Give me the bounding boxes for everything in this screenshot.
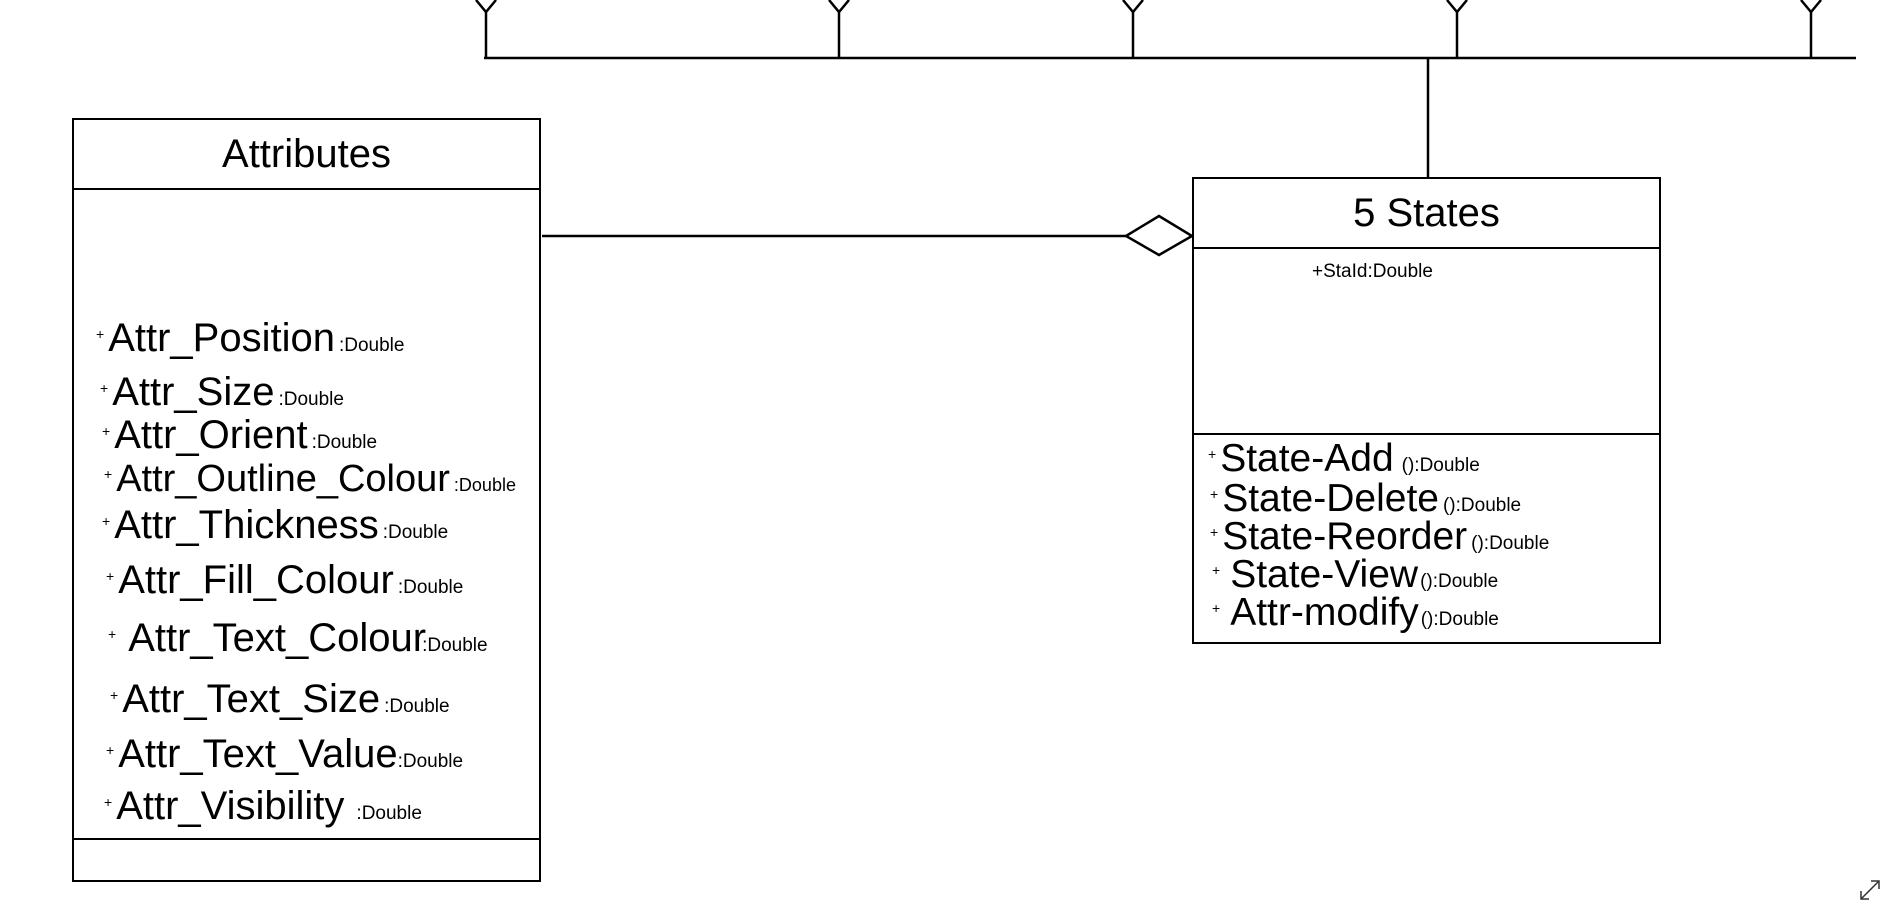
crow-foot-connector-1	[475, 0, 497, 58]
visibility-marker: +	[104, 466, 113, 482]
attribute-row: + Attr_Text_Value :Double	[106, 732, 463, 777]
attribute-row: + Attr_Orient :Double	[102, 413, 377, 458]
operation-row: + State-View ():Double	[1212, 553, 1498, 597]
attribute-type: :Double	[278, 389, 344, 410]
visibility-marker: +	[104, 794, 113, 810]
attribute-row: + Attr_Text_Size :Double	[110, 677, 450, 722]
attribute-name: Attr_Text_Value	[118, 732, 398, 776]
attribute-type: :Double	[422, 635, 488, 656]
operation-row: + State-Add ():Double	[1208, 437, 1480, 481]
crow-foot-connector-2	[828, 0, 850, 58]
operation-type: ():Double	[1401, 455, 1480, 476]
attributes-operations-separator	[74, 838, 539, 840]
visibility-marker: +	[102, 423, 111, 439]
operation-name: State-Delete	[1222, 477, 1439, 520]
visibility-marker: +	[110, 687, 119, 703]
operation-name: State-Add	[1220, 437, 1394, 480]
attribute-row: + Attr_Visibility :Double	[104, 784, 422, 829]
operation-row: + Attr-modify ():Double	[1212, 591, 1499, 635]
visibility-marker: +	[1210, 524, 1219, 540]
attribute-type: :Double	[356, 803, 422, 824]
operation-name: State-View	[1230, 553, 1419, 596]
state-id-attribute: +StaId:Double	[1312, 261, 1433, 282]
aggregation-diamond	[1123, 214, 1195, 257]
visibility-marker: +	[106, 742, 115, 758]
operation-row: + State-Delete ():Double	[1210, 477, 1521, 521]
attribute-name: Attr_Orient	[114, 413, 308, 457]
attributes-title-separator	[74, 188, 539, 190]
attribute-row: + Attr_Position :Double	[96, 316, 404, 361]
operation-name: State-Reorder	[1222, 515, 1468, 558]
crow-foot-connector-5	[1800, 0, 1822, 58]
attribute-name: Attr_Text_Size	[122, 677, 381, 721]
visibility-marker: +	[102, 513, 111, 529]
attribute-type: :Double	[338, 335, 405, 356]
attribute-type: :Double	[453, 475, 516, 495]
attribute-row: + Attr_Text_Colour :Double	[108, 616, 488, 661]
attribute-name: Attr_Size	[112, 370, 275, 414]
attribute-type: :Double	[397, 751, 464, 772]
visibility-marker: +	[1212, 600, 1221, 616]
visibility-marker: +	[100, 380, 109, 396]
visibility-marker: +	[1212, 562, 1221, 578]
attribute-name: Attr_Fill_Colour	[118, 558, 394, 602]
operation-name: Attr-modify	[1230, 591, 1419, 634]
attribute-name: Attr_Text_Colour	[128, 616, 427, 660]
attribute-row: + Attr_Outline_Colour :Double	[104, 458, 516, 501]
attribute-name: Attr_Thickness	[114, 503, 379, 547]
states-class-box[interactable]: 5 States +StaId:Double + State-Add ():Do…	[1192, 177, 1661, 644]
attribute-type: :Double	[384, 696, 450, 717]
visibility-marker: +	[96, 326, 105, 342]
attribute-type: :Double	[311, 432, 378, 453]
operation-type: ():Double	[1420, 571, 1499, 592]
attribute-name: Attr_Position	[108, 316, 335, 360]
attributes-class-title: Attributes	[222, 132, 391, 176]
operation-type: ():Double	[1420, 609, 1499, 630]
crow-foot-connector-4	[1446, 0, 1468, 58]
states-operations-separator	[1194, 433, 1659, 435]
attribute-name: Attr_Outline_Colour	[116, 458, 450, 500]
visibility-marker: +	[1208, 446, 1217, 462]
attribute-name: Attr_Visibility	[116, 784, 345, 828]
operation-type: ():Double	[1471, 533, 1550, 554]
visibility-marker: +	[106, 568, 115, 584]
attribute-row: + Attr_Thickness :Double	[102, 503, 448, 548]
expand-icon[interactable]	[1858, 878, 1882, 902]
operation-row: + State-Reorder ():Double	[1210, 515, 1549, 559]
attribute-type: :Double	[382, 522, 449, 543]
operation-type: ():Double	[1442, 495, 1522, 516]
crow-foot-connector-3	[1122, 0, 1144, 58]
attribute-row: + Attr_Fill_Colour :Double	[106, 558, 463, 603]
attribute-type: :Double	[397, 577, 464, 598]
attribute-row: + Attr_Size :Double	[100, 370, 344, 415]
attributes-class-box[interactable]: Attributes + Attr_Position :Double + Att…	[72, 118, 541, 882]
states-title-separator	[1194, 247, 1659, 249]
states-class-title: 5 States	[1353, 191, 1500, 235]
visibility-marker: +	[1210, 486, 1219, 502]
visibility-marker: +	[108, 626, 117, 642]
